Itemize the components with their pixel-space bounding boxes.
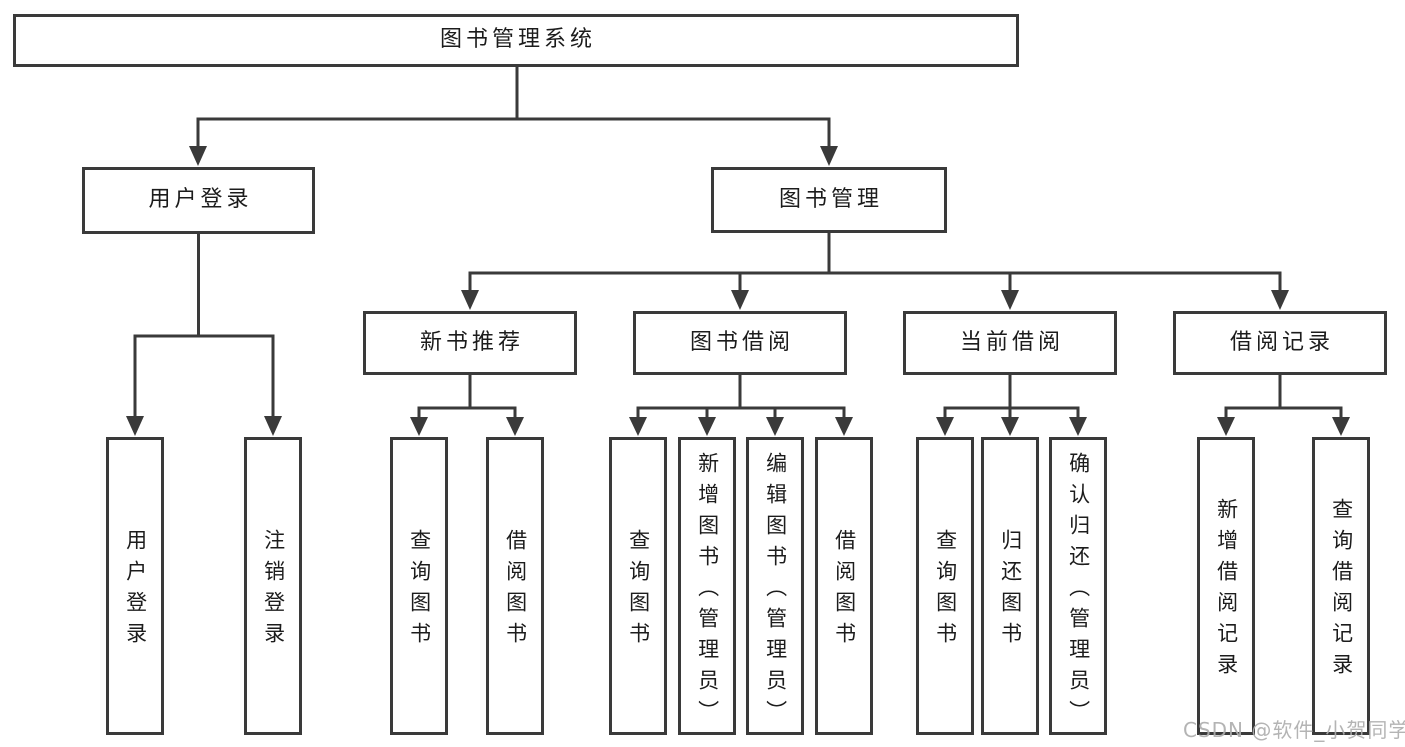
arrowheads <box>126 146 1350 436</box>
leaf-user-login: 用户登录 <box>106 437 164 735</box>
connector-segments <box>133 67 1343 419</box>
node-root: 图书管理系统 <box>13 14 1019 67</box>
node-user-login: 用户登录 <box>82 167 315 234</box>
node-current-borrow: 当前借阅 <box>903 311 1117 375</box>
node-new-book-recommend: 新书推荐 <box>363 311 577 375</box>
leaf-query-books-borrow: 查询图书 <box>609 437 667 735</box>
leaf-borrow-books: 借阅图书 <box>815 437 873 735</box>
leaf-confirm-return-admin: 确认归还（管理员） <box>1049 437 1107 735</box>
leaf-borrow-books-recommend: 借阅图书 <box>486 437 544 735</box>
leaf-query-books-current: 查询图书 <box>916 437 974 735</box>
leaf-add-borrow-record: 新增借阅记录 <box>1197 437 1255 735</box>
leaf-query-books-recommend: 查询图书 <box>390 437 448 735</box>
node-borrow-records: 借阅记录 <box>1173 311 1387 375</box>
leaf-add-book-admin: 新增图书（管理员） <box>678 437 736 735</box>
node-book-borrow: 图书借阅 <box>633 311 847 375</box>
csdn-watermark: CSDN @软件_小贺同学 <box>1183 718 1405 742</box>
leaf-query-borrow-record: 查询借阅记录 <box>1312 437 1370 735</box>
node-book-management: 图书管理 <box>711 167 947 233</box>
leaf-logout: 注销登录 <box>244 437 302 735</box>
leaf-edit-book-admin: 编辑图书（管理员） <box>746 437 804 735</box>
leaf-return-book: 归还图书 <box>981 437 1039 735</box>
